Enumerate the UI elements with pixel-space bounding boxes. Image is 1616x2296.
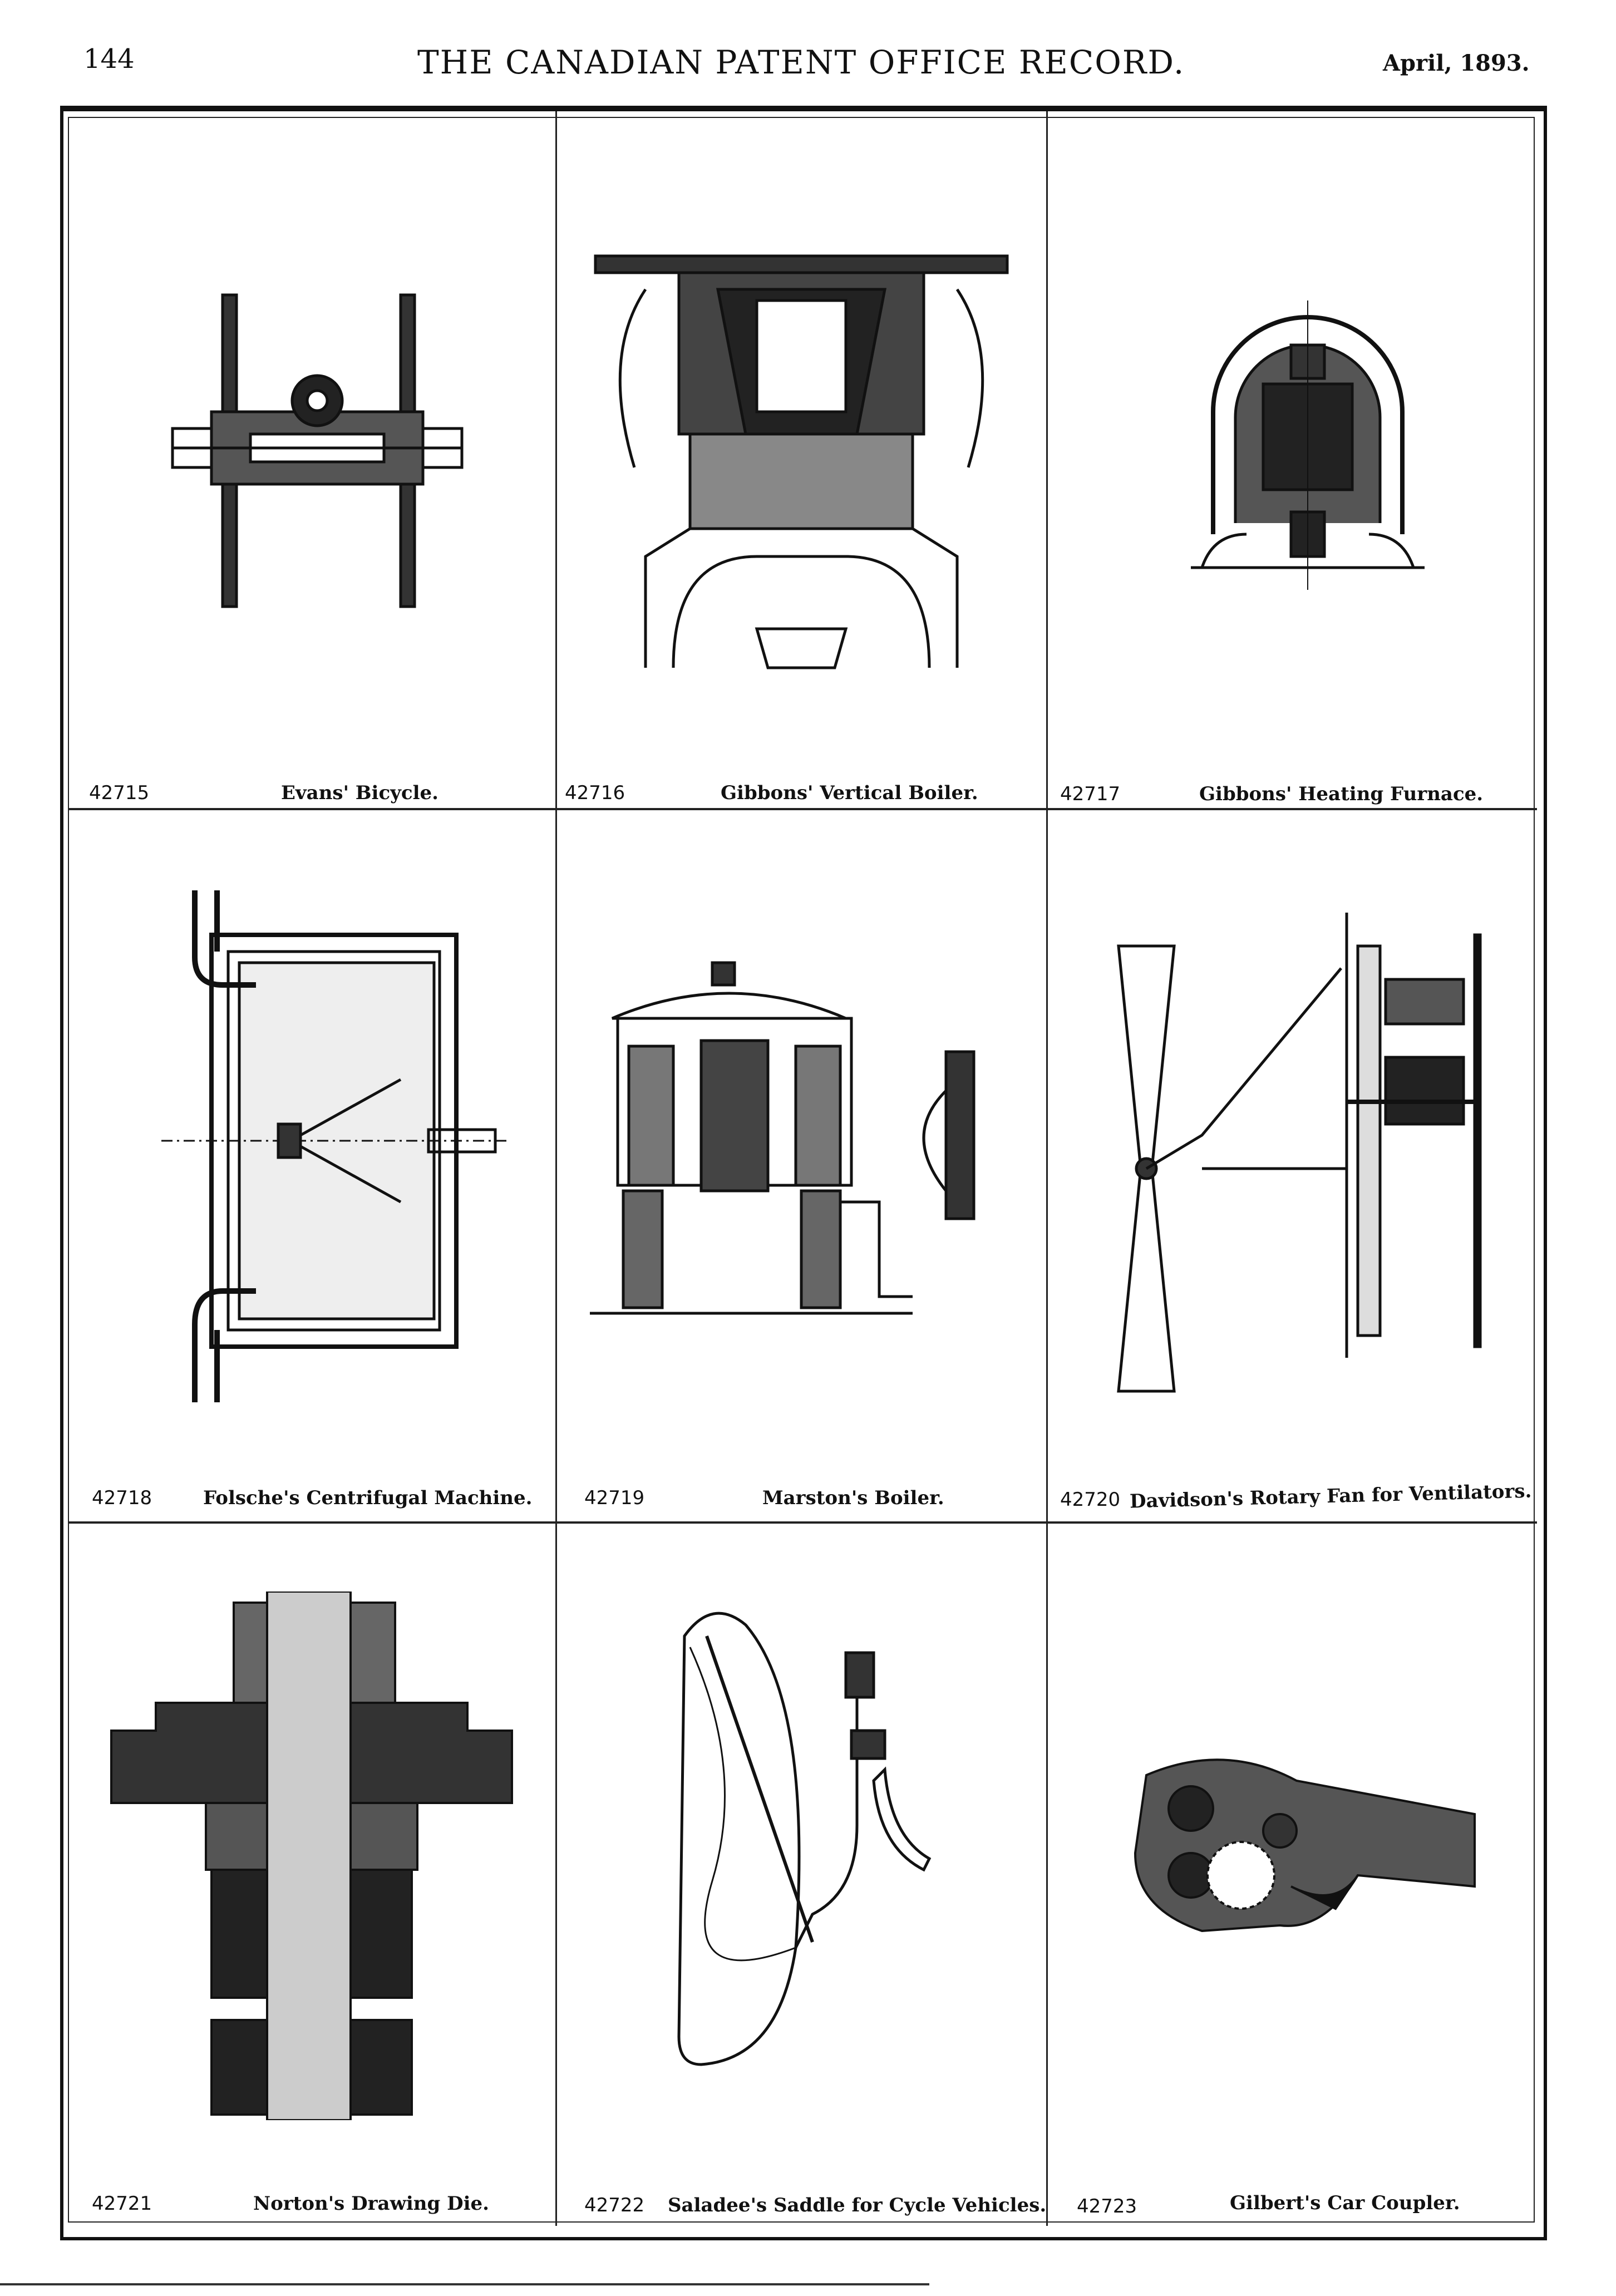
patent-name: Marston's Boiler. [762,1487,944,1509]
bottom-rule [0,2283,929,2285]
marston-boiler-drawing [590,957,1013,1324]
rotary-fan-drawing [1091,913,1502,1413]
patent-name: Norton's Drawing Die. [253,2192,489,2215]
row-divider [68,808,1537,810]
page-title: THE CANADIAN PATENT OFFICE RECORD. [417,43,1185,81]
patent-name: Saladee's Saddle for Cycle Vehicles. [668,2194,1047,2216]
vertical-boiler-drawing [579,245,1024,690]
patent-name: Gibbons' Heating Furnace. [1199,783,1484,805]
row-divider [68,1521,1537,1524]
page-number: 144 [83,43,135,75]
patent-caption: 42723 Gilbert's Car Coupler. [1077,2192,1460,2218]
patent-number: 42718 [92,1487,152,1509]
patent-number: 42717 [1060,783,1121,805]
patent-number: 42719 [584,1487,645,1509]
bicycle-hub-drawing [150,289,484,623]
patent-caption: 42721 Norton's Drawing Die. [92,2192,489,2215]
page-frame-inner [68,117,1535,2223]
patent-caption: 42720 Davidson's Rotary Fan for Ventilat… [1060,1480,1532,1513]
patent-caption: 42716 Gibbons' Vertical Boiler. [565,782,978,804]
column-divider [1046,111,1048,2226]
patent-name: Folsche's Centrifugal Machine. [203,1487,533,1509]
patent-number: 42723 [1077,2195,1137,2218]
patent-number: 42720 [1060,1489,1121,1511]
patent-name: Evans' Bicycle. [281,782,439,804]
patent-caption: 42719 Marston's Boiler. [584,1487,944,1509]
heating-furnace-drawing [1180,300,1436,590]
patent-number: 42715 [89,782,150,804]
patent-caption: 42715 Evans' Bicycle. [89,782,439,804]
patent-caption: 42722 Saladee's Saddle for Cycle Vehicle… [584,2194,1046,2216]
cycle-saddle-drawing [668,1603,979,2092]
car-coupler-drawing [1113,1742,1491,1953]
patent-number: 42722 [584,2194,645,2216]
patent-caption: 42718 Folsche's Centrifugal Machine. [92,1487,533,1509]
column-divider [555,111,557,2226]
drawing-die-drawing [106,1590,518,2121]
issue-date: April, 1893. [1383,50,1530,76]
patent-caption: 42717 Gibbons' Heating Furnace. [1060,783,1483,805]
centrifugal-machine-drawing [161,890,506,1402]
patent-name: Gibbons' Vertical Boiler. [721,782,978,804]
patent-name: Gilbert's Car Coupler. [1230,2192,1460,2214]
patent-number: 42716 [565,782,625,804]
patent-number: 42721 [92,2192,152,2215]
page-frame [60,106,1547,2240]
